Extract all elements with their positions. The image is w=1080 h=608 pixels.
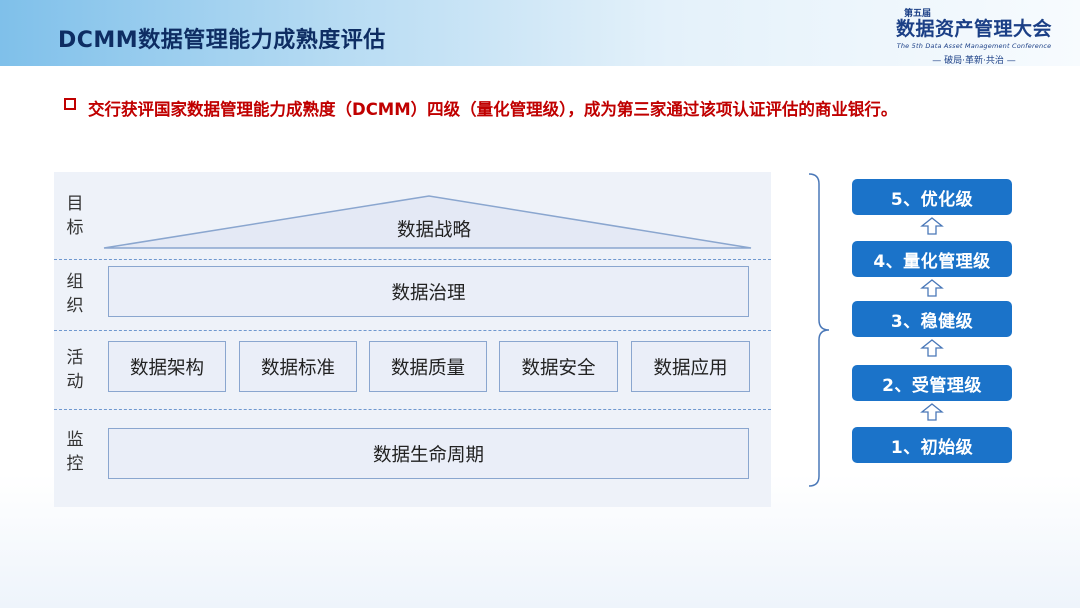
- page-title: DCMM数据管理能力成熟度评估: [58, 28, 386, 53]
- conference-logo: 第五届 数据资产管理大会 The 5th Data Asset Manageme…: [894, 4, 1054, 66]
- dcmm-framework-diagram: 目标 组织 活动 监控 数据战略 数据治理 数据架构 数据标准 数据质量 数据安…: [54, 172, 771, 507]
- layer-label-organization: 组织: [66, 272, 84, 316]
- logo-slogan: — 破局·革新·共治 —: [932, 56, 1016, 66]
- up-arrow-icon: [920, 279, 944, 297]
- logo-main-text: 数据资产管理大会: [895, 18, 1052, 40]
- layer-divider: [54, 330, 771, 331]
- box-data-governance: 数据治理: [108, 266, 749, 317]
- up-arrow-icon: [920, 403, 944, 421]
- key-point-text: 交行获评国家数据管理能力成熟度（DCMM）四级（量化管理级），成为第三家通过该项…: [88, 100, 898, 119]
- layer-label-monitoring: 监控: [66, 430, 84, 474]
- key-point: 交行获评国家数据管理能力成熟度（DCMM）四级（量化管理级），成为第三家通过该项…: [62, 94, 1022, 125]
- strategy-roof-shape: [103, 195, 752, 249]
- layer-label-goal: 目标: [66, 194, 84, 238]
- box-data-quality: 数据质量: [369, 341, 487, 392]
- logo-english-text: The 5th Data Asset Management Conference: [896, 42, 1052, 50]
- level-4-quantitatively-managed: 4、量化管理级: [852, 241, 1012, 277]
- layer-divider: [54, 259, 771, 260]
- box-data-architecture: 数据架构: [108, 341, 226, 392]
- up-arrow-icon: [920, 217, 944, 235]
- level-2-managed: 2、受管理级: [852, 365, 1012, 401]
- up-arrow-icon: [920, 339, 944, 357]
- box-data-lifecycle: 数据生命周期: [108, 428, 749, 479]
- layer-label-activity: 活动: [66, 348, 84, 392]
- square-bullet-icon: [64, 98, 76, 110]
- box-data-strategy: 数据战略: [396, 220, 471, 241]
- level-3-robust: 3、稳健级: [852, 301, 1012, 337]
- logo-edition: 第五届: [904, 9, 932, 19]
- header-banner: DCMM数据管理能力成熟度评估 第五届 数据资产管理大会 The 5th Dat…: [0, 0, 1080, 66]
- box-data-application: 数据应用: [631, 341, 750, 392]
- box-data-security: 数据安全: [499, 341, 618, 392]
- box-data-standards: 数据标准: [239, 341, 357, 392]
- brace-connector-icon: [808, 173, 830, 487]
- layer-divider: [54, 409, 771, 410]
- level-1-initial: 1、初始级: [852, 427, 1012, 463]
- level-5-optimized: 5、优化级: [852, 179, 1012, 215]
